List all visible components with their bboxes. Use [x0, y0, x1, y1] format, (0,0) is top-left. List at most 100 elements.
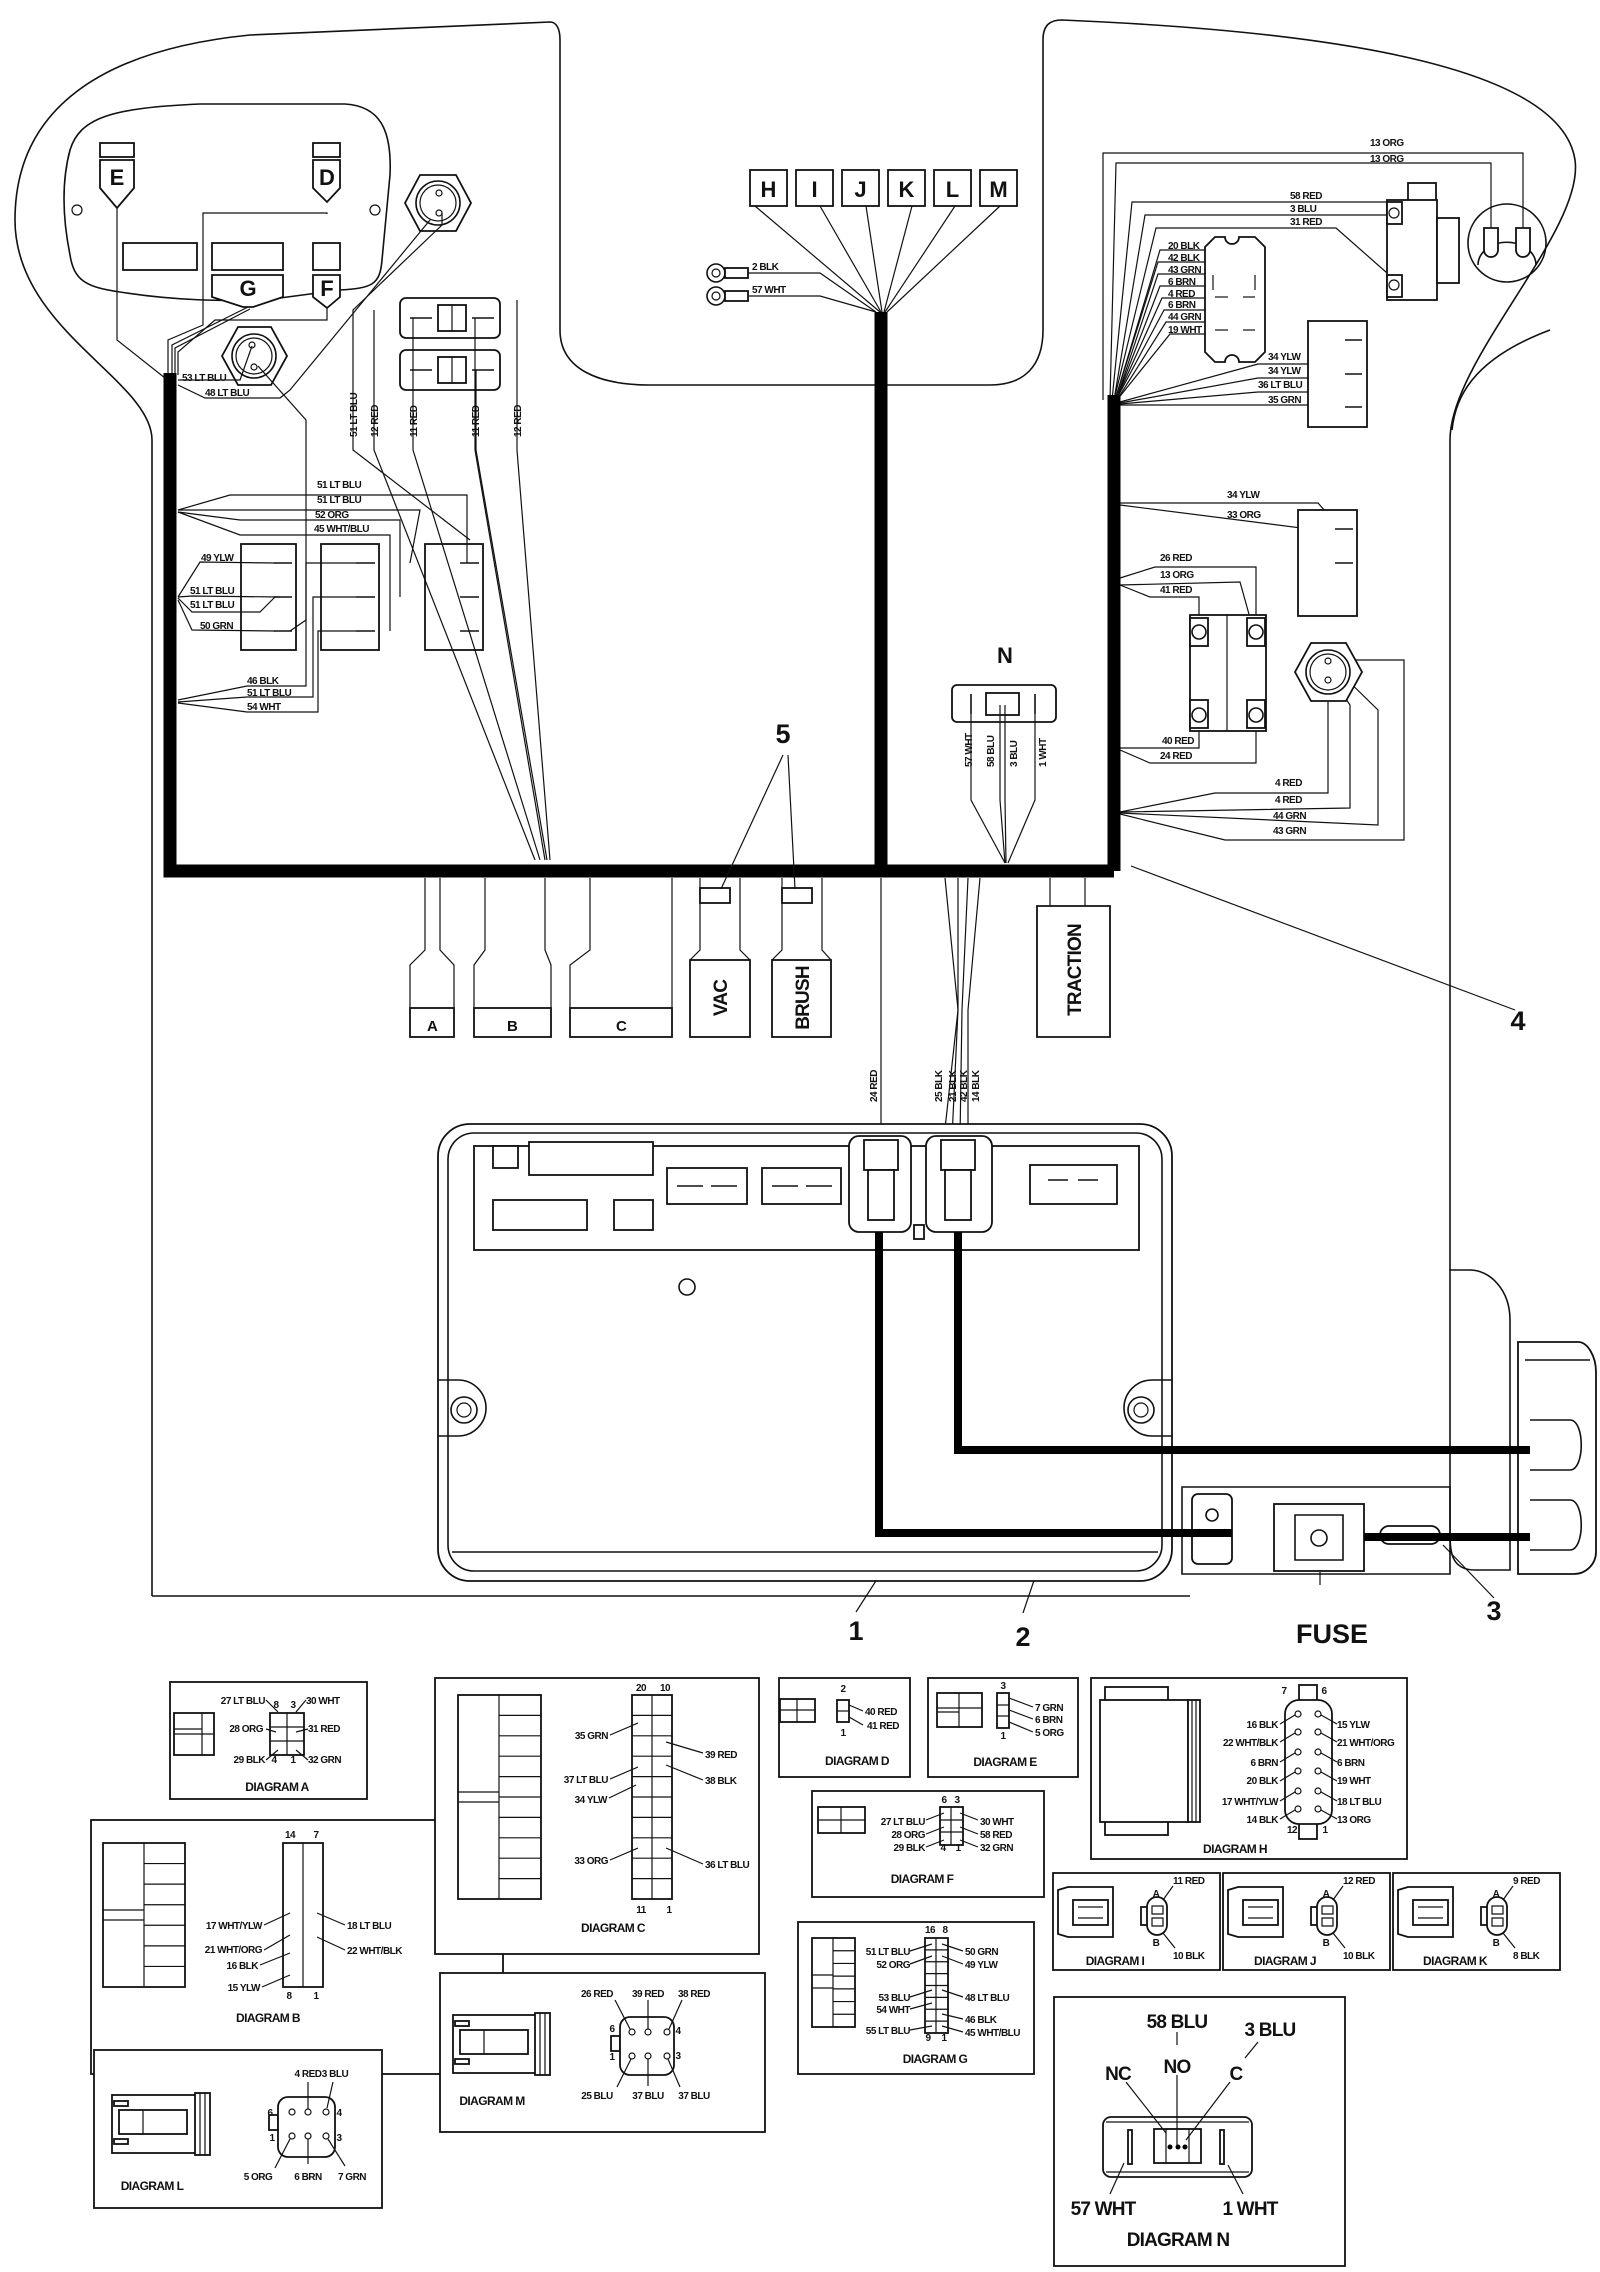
wire-label: 4 RED: [1275, 795, 1302, 806]
pin-label: 22 WHT/BLK: [1223, 1738, 1279, 1749]
connector-label: B: [507, 1018, 518, 1035]
wire-label: 31 RED: [1290, 217, 1322, 228]
pin-label: 10: [660, 1683, 671, 1694]
controller-plug-1: [666, 1167, 748, 1205]
connector-box[interactable]: [933, 169, 972, 207]
wire-label: 51 LT BLU: [190, 586, 234, 597]
connector-box[interactable]: [749, 169, 788, 207]
direction-switch: [1297, 509, 1358, 617]
wire-label: 26 RED: [1160, 553, 1192, 564]
pin-label: 49 YLW: [965, 1960, 998, 1971]
connector-vac-shape[interactable]: [689, 887, 751, 1038]
callout-number: 3: [1486, 1596, 1501, 1626]
wire-label: 12 RED: [513, 405, 524, 437]
connector-box[interactable]: [979, 169, 1018, 207]
pin-label: 25 BLU: [581, 2091, 613, 2102]
connector-label: I: [811, 177, 817, 202]
diagram-l: [93, 2049, 383, 2209]
pin-label: 1: [840, 1728, 846, 1739]
connector-brush-shape[interactable]: [771, 887, 832, 1038]
connector-label: M: [989, 177, 1007, 202]
wire-label: 34 YLW: [1227, 490, 1260, 501]
pin-label: 58 RED: [980, 1830, 1012, 1841]
diagram-f-title: DIAGRAM F: [891, 1872, 954, 1886]
pin-label: 57 WHT: [1071, 2199, 1137, 2220]
diagram-d: [778, 1677, 911, 1778]
wire-label: 50 GRN: [200, 621, 233, 632]
pin-label: 21 WHT/ORG: [205, 1945, 263, 1956]
pin-label: 21 WHT/ORG: [1337, 1738, 1395, 1749]
diagram-m-title: DIAGRAM M: [459, 2094, 525, 2108]
pin-label: 31 RED: [308, 1724, 340, 1735]
pin-label: 19 WHT: [1337, 1776, 1371, 1787]
diagram-d-title: DIAGRAM D: [825, 1754, 890, 1768]
diagram-h: [1090, 1677, 1408, 1860]
wire-label: 6 BRN: [1168, 277, 1196, 288]
pin-label: 8: [942, 1925, 948, 1936]
circuit-breaker: [1386, 182, 1460, 301]
pin-label: 17 WHT/YLW: [206, 1921, 263, 1932]
connector-f[interactable]: [312, 274, 341, 310]
pin-label: 4: [271, 1755, 277, 1766]
wire-label: 13 ORG: [1160, 570, 1194, 581]
wire-label: 42 BLK: [1168, 253, 1201, 264]
connector-traction-shape[interactable]: [1036, 905, 1111, 1038]
pin-label: 37 BLU: [632, 2091, 664, 2102]
pin-label: 32 GRN: [980, 1843, 1013, 1854]
pin-label: 1: [1000, 1731, 1006, 1742]
pin-label: 18 LT BLU: [1337, 1797, 1381, 1808]
connector-g[interactable]: [211, 274, 284, 308]
pin-label: 4: [940, 1843, 946, 1854]
diagram-h-title: DIAGRAM H: [1203, 1842, 1267, 1856]
diagram-i: [1052, 1872, 1221, 1971]
pin-label: 6: [1321, 1686, 1327, 1697]
pin-label: 1: [955, 1843, 961, 1854]
pin-label: 18 LT BLU: [347, 1921, 391, 1932]
pin-label: 8: [273, 1700, 279, 1711]
connector-c-shape[interactable]: [569, 1007, 673, 1038]
wire-label: 51 LT BLU: [247, 688, 291, 699]
connector-d[interactable]: [312, 142, 341, 204]
pin-label: 3: [675, 2051, 681, 2062]
pin-label: 32 GRN: [308, 1755, 341, 1766]
pin-label: 15 YLW: [228, 1983, 261, 1994]
pin-label: 6: [941, 1795, 947, 1806]
pin-label: 45 WHT/BLU: [965, 2028, 1020, 2039]
pin-label: 6 BRN: [1035, 1715, 1063, 1726]
connector-a-shape[interactable]: [409, 1007, 455, 1038]
diagram-i-title: DIAGRAM I: [1086, 1954, 1145, 1968]
wire-label: 35 GRN: [1268, 395, 1301, 406]
wire-label: 11 RED: [471, 405, 482, 437]
connector-label: H: [761, 177, 777, 202]
controller-plug-3: [1029, 1164, 1118, 1205]
connector-box[interactable]: [841, 169, 880, 207]
pin-label: 12 RED: [1343, 1876, 1375, 1887]
pin-label: 37 BLU: [678, 2091, 710, 2102]
fuse-holder-2: [399, 349, 501, 391]
wire-label: 25 BLK: [934, 1069, 945, 1102]
wire-label: 46 BLK: [247, 676, 280, 687]
connector-b-shape[interactable]: [473, 1007, 552, 1038]
connector-e[interactable]: [99, 142, 135, 210]
pin-label: 40 RED: [865, 1707, 897, 1718]
horn: [1467, 203, 1547, 283]
pin-label: 6 BRN: [1337, 1758, 1365, 1769]
pin-label: B: [1323, 1938, 1330, 1949]
wire-label: 36 LT BLU: [1258, 380, 1302, 391]
callout-number: 1: [848, 1616, 863, 1646]
pin-label: 27 LT BLU: [881, 1817, 925, 1828]
connector-box[interactable]: [795, 169, 834, 207]
wire-label: 51 LT BLU: [349, 393, 360, 437]
diagram-l-title: DIAGRAM L: [121, 2179, 184, 2193]
controller-wires: [880, 877, 981, 1139]
diagram-a: [169, 1681, 368, 1800]
wire-label: 14 BLK: [971, 1069, 982, 1102]
pin-label: 46 BLK: [965, 2015, 998, 2026]
pin-label: 16 BLK: [227, 1961, 260, 1972]
switch-n-wires: [970, 705, 1036, 864]
connector-box[interactable]: [887, 169, 926, 207]
pin-label: 9 RED: [1513, 1876, 1540, 1887]
connector-label: E: [110, 165, 125, 190]
wire-label: 20 BLK: [1168, 241, 1201, 252]
